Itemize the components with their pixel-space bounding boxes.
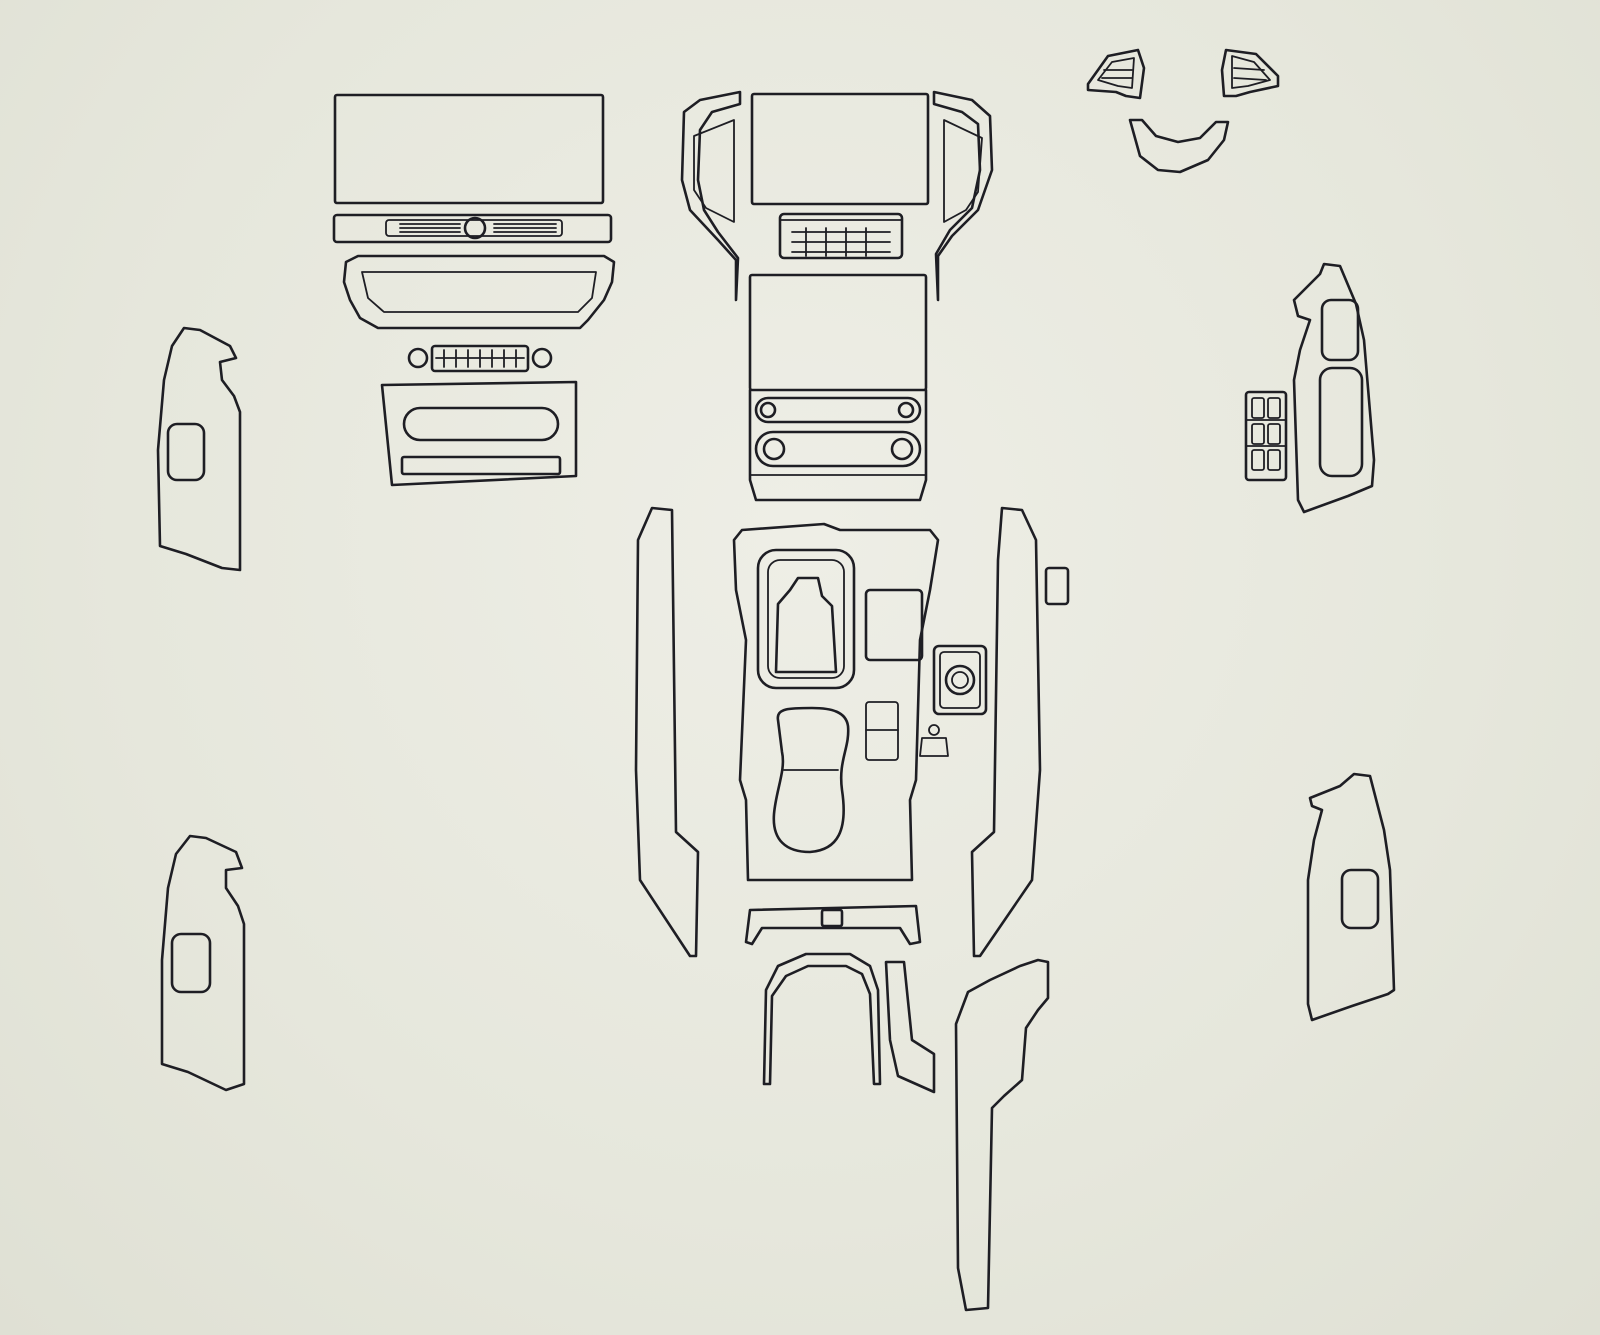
door-panel-trim [156,262,1396,1092]
window-switch-panel [1244,390,1288,482]
dashboard-trim-panel [342,254,616,330]
dashboard-vent-strip [332,213,613,244]
center-console-panel [634,506,1070,1312]
steering-wheel-buttons [1086,48,1280,174]
center-stack-frame [680,90,994,502]
climate-control-panel [380,344,578,487]
navigation-screen-panel [333,93,605,205]
